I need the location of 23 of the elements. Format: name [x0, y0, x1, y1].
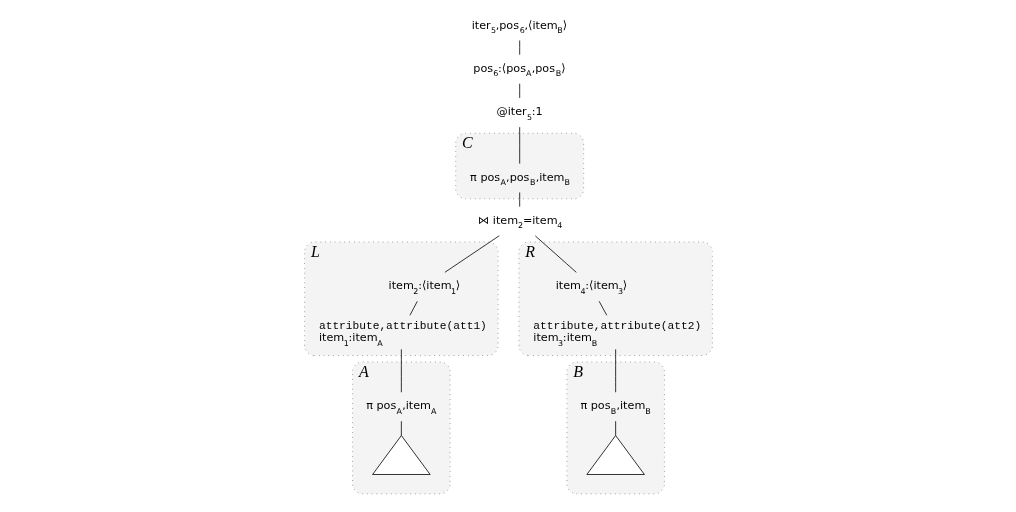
node-text: ⋈ item$_{2}$=item$_{4}$	[477, 213, 562, 231]
node-text: π pos$_{B}$,item$_{B}$	[579, 399, 651, 416]
connector	[409, 300, 418, 316]
connector	[518, 126, 520, 164]
node-text: item$_{4}$:⟨item$_{3}$⟩	[555, 279, 627, 296]
connector	[598, 300, 607, 316]
node-text: π pos$_{A}$,pos$_{B}$,item$_{B}$	[469, 170, 570, 188]
connector	[614, 420, 616, 436]
connector	[614, 348, 616, 393]
node-text: attribute,attribute(att2) item$_{3}$:item$_{B}$	[532, 319, 701, 348]
node-text: pos$_{6}$:⟨pos$_{A}$,pos$_{B}$⟩	[472, 61, 566, 79]
node-text: π pos$_{A}$,item$_{A}$	[365, 399, 436, 416]
connector	[534, 235, 577, 273]
connector	[518, 192, 520, 208]
connector	[400, 420, 402, 436]
node-triangle	[585, 435, 645, 475]
connector	[444, 235, 500, 273]
connector	[400, 348, 402, 393]
node-text: iter$_{5}$,pos$_{6}$,⟨item$_{B}$⟩	[471, 18, 567, 36]
node-text: attribute,attribute(att1) item$_{1}$:item$_{A}$	[318, 319, 487, 348]
node-text: @iter$_{5}$:1	[496, 105, 543, 122]
node-triangle	[371, 435, 431, 475]
node-text: item$_{2}$:⟨item$_{1}$⟩	[388, 279, 460, 296]
